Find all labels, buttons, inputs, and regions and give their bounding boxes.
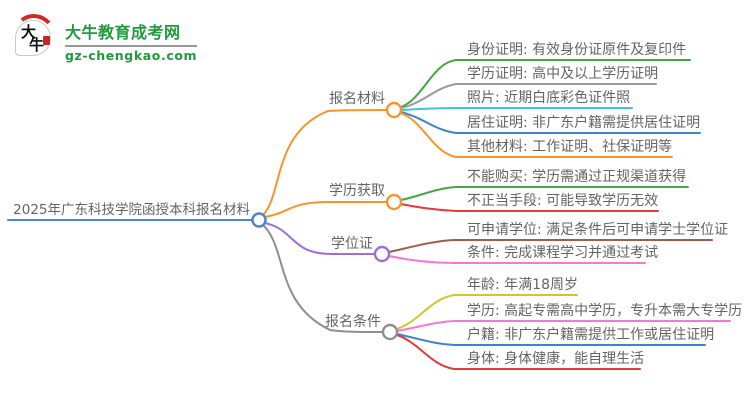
wire-leaf-huji (396, 333, 706, 346)
branch-label-xuelihuoqu[interactable]: 学历获取 (329, 183, 385, 199)
logo-bull-icon: 大 牛 (11, 11, 58, 60)
leaf-xueli[interactable]: 学历: 高起专需高中学历，专升本需大专学历 (467, 303, 743, 319)
wire-branch-baomingcailiao (261, 109, 387, 217)
logo-text: 大牛教育成考网 gz-chengkao.com (65, 12, 198, 63)
wire-leaf-tiaojian (388, 255, 646, 264)
wire-leaf-keshenqingxuewei (388, 239, 713, 253)
leaf-shenfenzhengming[interactable]: 身份证明: 有效身份证原件及复印件 (467, 42, 687, 58)
logo-char-top: 大 (21, 23, 37, 41)
leaf-zhaopian[interactable]: 照片: 近期白底彩色证件照 (467, 90, 631, 106)
logo-domain: gz-chengkao.com (65, 48, 198, 63)
leaf-huji[interactable]: 户籍: 非广东户籍需提供工作或居住证明 (467, 327, 715, 343)
wire-leaf-shenfenzhengming (400, 59, 691, 108)
leaf-nianling[interactable]: 年龄: 年满18周岁 (467, 277, 578, 293)
leaf-bunenggoumai[interactable]: 不能购买: 学历需通过正规渠道获得 (467, 169, 687, 185)
logo-char-bottom: 牛 (29, 36, 45, 54)
branch-node-xueweizheng[interactable] (373, 245, 391, 263)
branch-label-baomingcailiao[interactable]: 报名材料 (329, 91, 385, 107)
wire-branch-xueweizheng (264, 222, 375, 255)
logo-title: 大牛教育成考网 (65, 19, 198, 47)
wire-leaf-zhaopian (400, 107, 633, 111)
leaf-juzhuzhengming[interactable]: 居住证明: 非广东户籍需提供居住证明 (467, 115, 701, 131)
central-topic[interactable]: 2025年广东科技学院函授本科报名材料 (13, 202, 250, 218)
leaf-shenti[interactable]: 身体: 身体健康，能自理生活 (467, 351, 645, 367)
branch-node-baomingcailiao[interactable] (385, 101, 403, 119)
branch-node-baomingtiaojian[interactable] (381, 323, 399, 341)
leaf-tiaojian[interactable]: 条件: 完成课程学习并通过考试 (467, 245, 659, 261)
site-logo[interactable]: 大 牛 大牛教育成考网 gz-chengkao.com (11, 11, 198, 63)
wire-branch-xuelihuoqu (264, 201, 387, 218)
red-seal-icon (43, 36, 50, 45)
wire-leaf-xuelizhengming (400, 83, 657, 109)
wire-leaf-nianling (396, 294, 578, 330)
leaf-buzhengdang[interactable]: 不正当手段: 可能导致学历无效 (467, 193, 659, 209)
wire-leaf-bunenggoumai (400, 186, 689, 201)
wire-leaf-shenti (396, 334, 641, 370)
central-node-circle[interactable] (251, 212, 267, 228)
leaf-qitacailiao[interactable]: 其他材料: 工作证明、社保证明等 (467, 139, 673, 155)
wire-branch-baomingtiaojian (261, 223, 383, 333)
branch-label-baomingtiaojian[interactable]: 报名条件 (325, 314, 381, 330)
leaf-keshenqingxuewei[interactable]: 可申请学位: 满足条件后可申请学士学位证 (467, 222, 729, 238)
wire-leaf-xueli (396, 320, 731, 332)
branch-node-xuelihuoqu[interactable] (385, 193, 403, 211)
branch-label-xueweizheng[interactable]: 学位证 (331, 236, 373, 252)
wire-leaf-qitacailiao (400, 112, 673, 158)
wire-leaf-juzhuzhengming (400, 111, 701, 134)
leaf-xuelizhengming[interactable]: 学历证明: 高中及以上学历证明 (467, 66, 659, 82)
wire-leaf-buzhengdang (400, 203, 659, 212)
